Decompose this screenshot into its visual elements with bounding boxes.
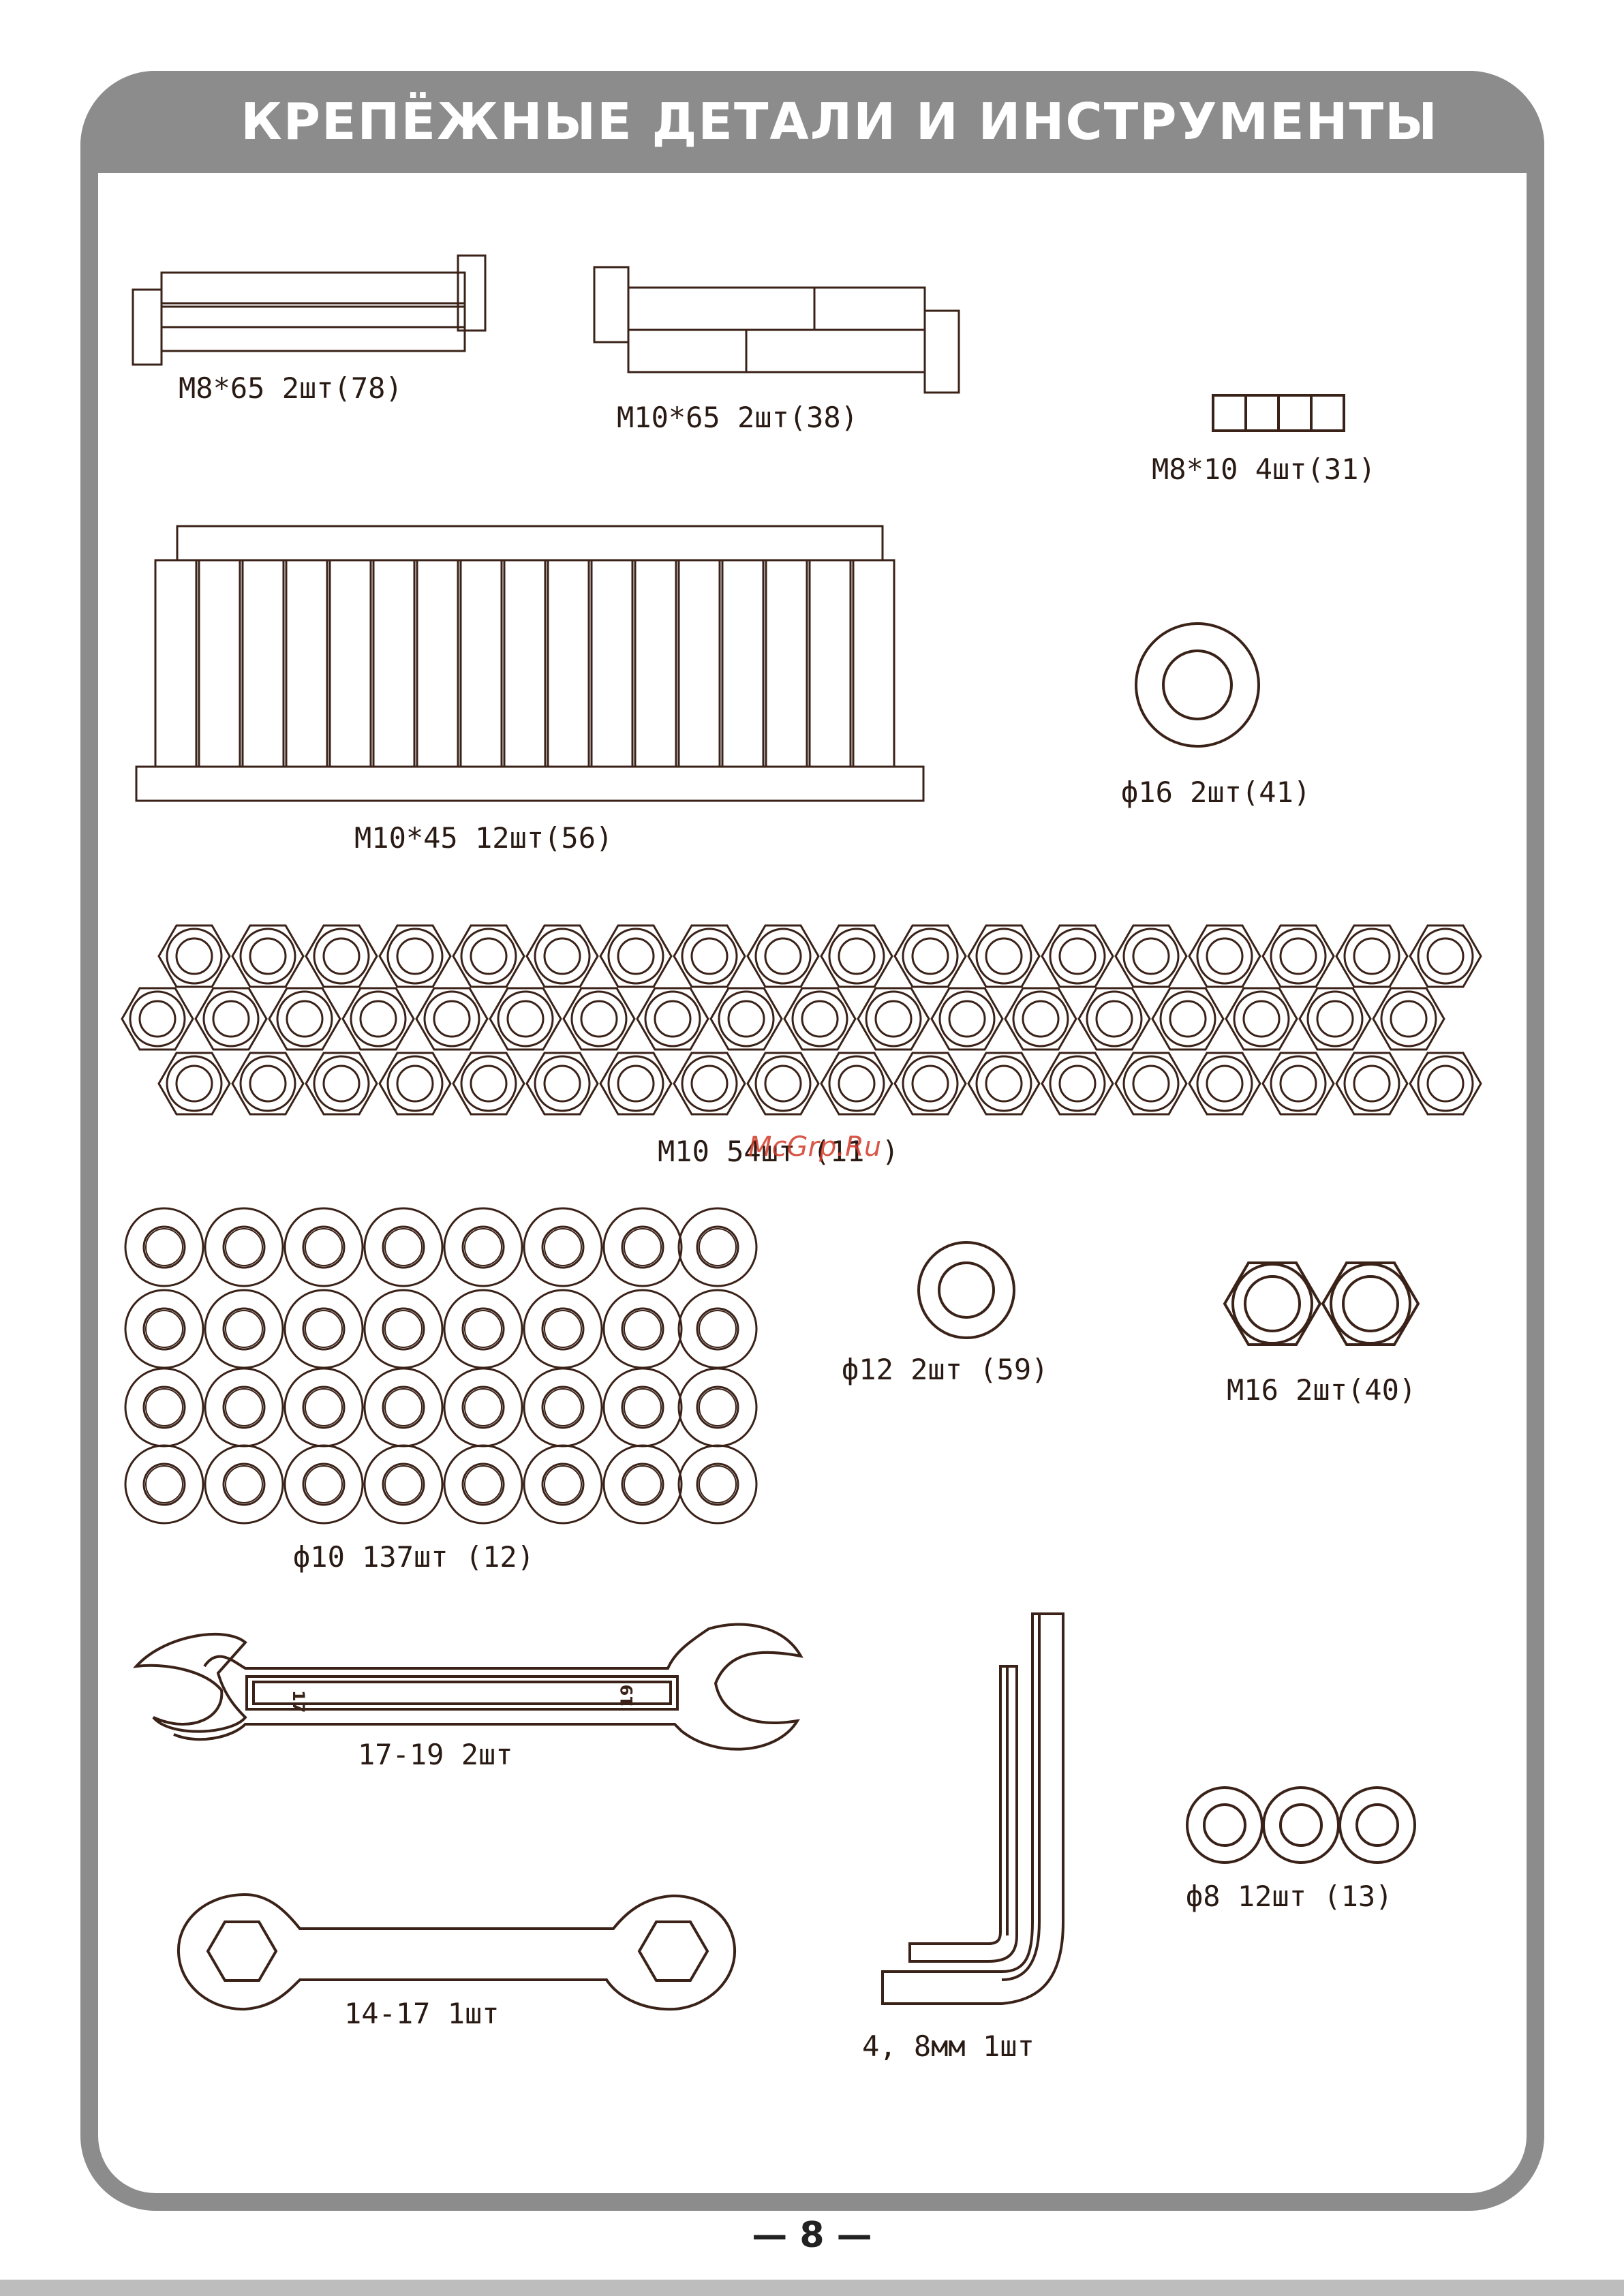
label-washer-16: ф16 2шт(41)	[1121, 776, 1311, 809]
label-washer-12: ф12 2шт (59)	[842, 1353, 1048, 1386]
watermark: McGrp.Ru	[748, 1131, 881, 1163]
nuts-m10-drawing	[122, 925, 1481, 1114]
washer-16-drawing	[1136, 624, 1259, 746]
wrench-mark-left: 17	[289, 1690, 308, 1713]
label-screw-m8-10: M8*10 4шт(31)	[1152, 453, 1376, 486]
label-bolt-m8-65: M8*65 2шт(78)	[179, 371, 403, 405]
hex-key-drawing	[883, 1614, 1063, 2004]
wrench-mark-right: 19	[617, 1685, 637, 1707]
wrench-14-17-drawing	[179, 1895, 735, 2009]
nuts-m16-drawing	[1225, 1263, 1418, 1345]
label-washer-10: ф10 137шт (12)	[293, 1540, 534, 1574]
label-bolt-m10-65: M10*65 2шт(38)	[617, 401, 858, 434]
label-wrench-14-17: 14-17 1шт	[344, 1997, 500, 2030]
label-washer-8: ф8 12шт (13)	[1186, 1880, 1392, 1913]
bottom-bar	[0, 2280, 1624, 2296]
bolt-m8-65-drawing	[133, 256, 485, 365]
washers-10-drawing	[125, 1208, 756, 1523]
page-number: — 8 —	[0, 2215, 1624, 2256]
wrench-17-19-drawing	[136, 1624, 801, 1749]
label-hex-key: 4, 8мм 1шт	[862, 2030, 1035, 2063]
label-nut-m16: M16 2шт(40)	[1227, 1373, 1416, 1407]
bolt-m10-45-drawing	[136, 526, 923, 801]
screw-m8-10-drawing	[1213, 395, 1344, 431]
label-bolt-m10-45: M10*45 12шт(56)	[354, 821, 613, 855]
label-wrench-17-19: 17-19 2шт	[358, 1738, 513, 1771]
washers-8-drawing	[1187, 1788, 1415, 1863]
washer-12-drawing	[919, 1242, 1014, 1338]
bolt-m10-65-drawing	[594, 267, 959, 393]
